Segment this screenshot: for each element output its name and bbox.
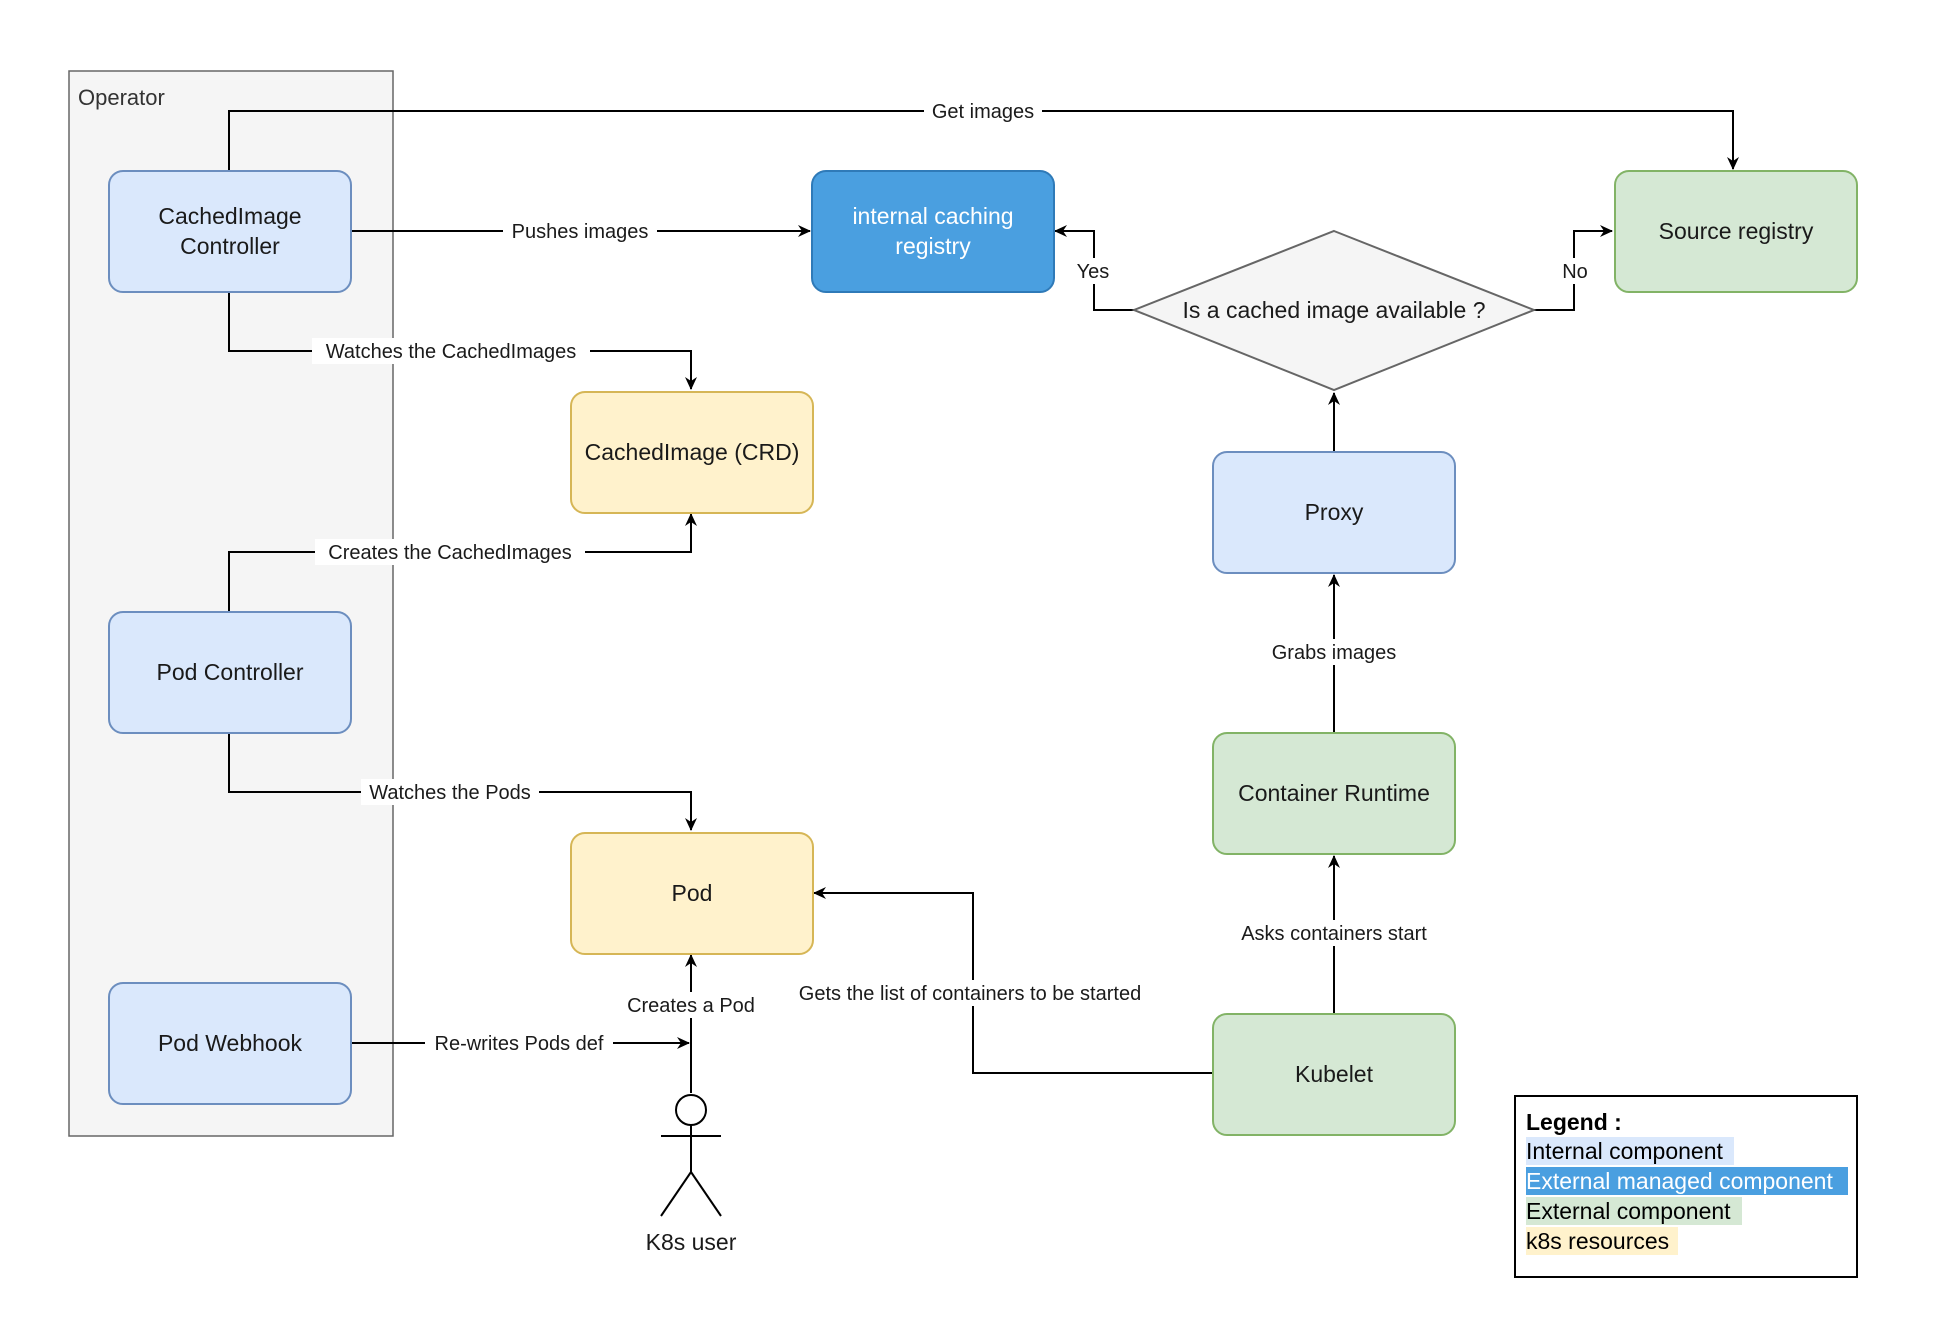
edge-pushes-images[interactable]: Pushes images <box>351 218 811 244</box>
edge-creates-cachedimages[interactable]: Creates the CachedImages <box>228 513 697 612</box>
cachedimage-controller-label-line1: CachedImage <box>158 203 301 229</box>
edge-label-grabs-images: Grabs images <box>1272 642 1397 664</box>
kubelet-node[interactable]: Kubelet <box>1212 1013 1456 1136</box>
edge-gets-list[interactable]: Gets the list of containers to be starte… <box>778 887 1212 1074</box>
edge-label-creates-pod: Creates a Pod <box>627 995 755 1017</box>
edge-label-gets-list: Gets the list of containers to be starte… <box>799 983 1141 1005</box>
edge-label-creates-cachedimages: Creates the CachedImages <box>328 542 571 564</box>
cachedimage-crd-node[interactable]: CachedImage (CRD) <box>570 391 814 514</box>
proxy-label: Proxy <box>1305 499 1364 525</box>
edge-yes[interactable]: Yes <box>1054 225 1134 311</box>
kubelet-label: Kubelet <box>1295 1061 1374 1087</box>
cachedimage-crd-label: CachedImage (CRD) <box>585 439 800 465</box>
proxy-node[interactable]: Proxy <box>1212 451 1456 574</box>
legend: Legend : Internal component External man… <box>1514 1095 1858 1278</box>
k8s-user-label: K8s user <box>646 1229 737 1255</box>
container-runtime-label: Container Runtime <box>1238 780 1430 806</box>
legend-title: Legend : <box>1526 1109 1622 1135</box>
source-registry-label: Source registry <box>1659 218 1814 244</box>
legend-managed: External managed component <box>1526 1168 1833 1194</box>
edge-label-watches-pods: Watches the Pods <box>369 782 531 804</box>
pod-controller-node[interactable]: Pod Controller <box>108 611 352 734</box>
person-icon <box>660 1094 722 1217</box>
internal-registry-label-line1: internal caching <box>852 203 1013 229</box>
pod-controller-label: Pod Controller <box>156 659 303 685</box>
edge-label-rewrites-pods: Re-writes Pods def <box>435 1033 604 1055</box>
operator-group-label: Operator <box>78 85 165 110</box>
cachedimage-controller-node[interactable]: CachedImage Controller <box>108 170 352 293</box>
edge-label-asks-start: Asks containers start <box>1241 923 1427 945</box>
container-runtime-node[interactable]: Container Runtime <box>1212 732 1456 855</box>
edge-rewrites-pods[interactable]: Re-writes Pods def <box>351 1030 690 1056</box>
pod-label: Pod <box>672 880 713 906</box>
edge-label-no: No <box>1562 261 1588 283</box>
legend-external: External component <box>1526 1198 1731 1224</box>
edge-watches-cachedimages[interactable]: Watches the CachedImages <box>228 292 697 390</box>
source-registry-node[interactable]: Source registry <box>1614 170 1858 293</box>
edge-label-yes: Yes <box>1077 261 1110 283</box>
edge-label-get-images: Get images <box>932 101 1034 123</box>
edge-watches-pods[interactable]: Watches the Pods <box>228 733 697 831</box>
internal-caching-registry-node[interactable]: internal caching registry <box>811 170 1055 293</box>
legend-k8s: k8s resources <box>1526 1228 1669 1254</box>
edge-grabs-images[interactable]: Grabs images <box>1264 574 1404 733</box>
pod-webhook-node[interactable]: Pod Webhook <box>108 982 352 1105</box>
decision-node[interactable]: Is a cached image available ? <box>1131 229 1537 392</box>
legend-internal: Internal component <box>1526 1138 1724 1164</box>
edge-asks-start[interactable]: Asks containers start <box>1230 855 1438 1014</box>
edge-label-watches-cachedimages: Watches the CachedImages <box>326 341 577 363</box>
edge-creates-pod[interactable]: Creates a Pod <box>616 954 766 1093</box>
edge-label-pushes-images: Pushes images <box>512 221 649 243</box>
cachedimage-controller-label-line2: Controller <box>180 233 280 259</box>
pod-webhook-label: Pod Webhook <box>158 1030 303 1056</box>
edge-get-images[interactable]: Get images <box>228 98 1739 171</box>
decision-label: Is a cached image available ? <box>1182 297 1485 323</box>
edge-no[interactable]: No <box>1534 225 1613 311</box>
pod-node[interactable]: Pod <box>570 832 814 955</box>
internal-registry-label-line2: registry <box>895 233 971 259</box>
k8s-user-actor[interactable]: K8s user <box>646 1094 737 1255</box>
